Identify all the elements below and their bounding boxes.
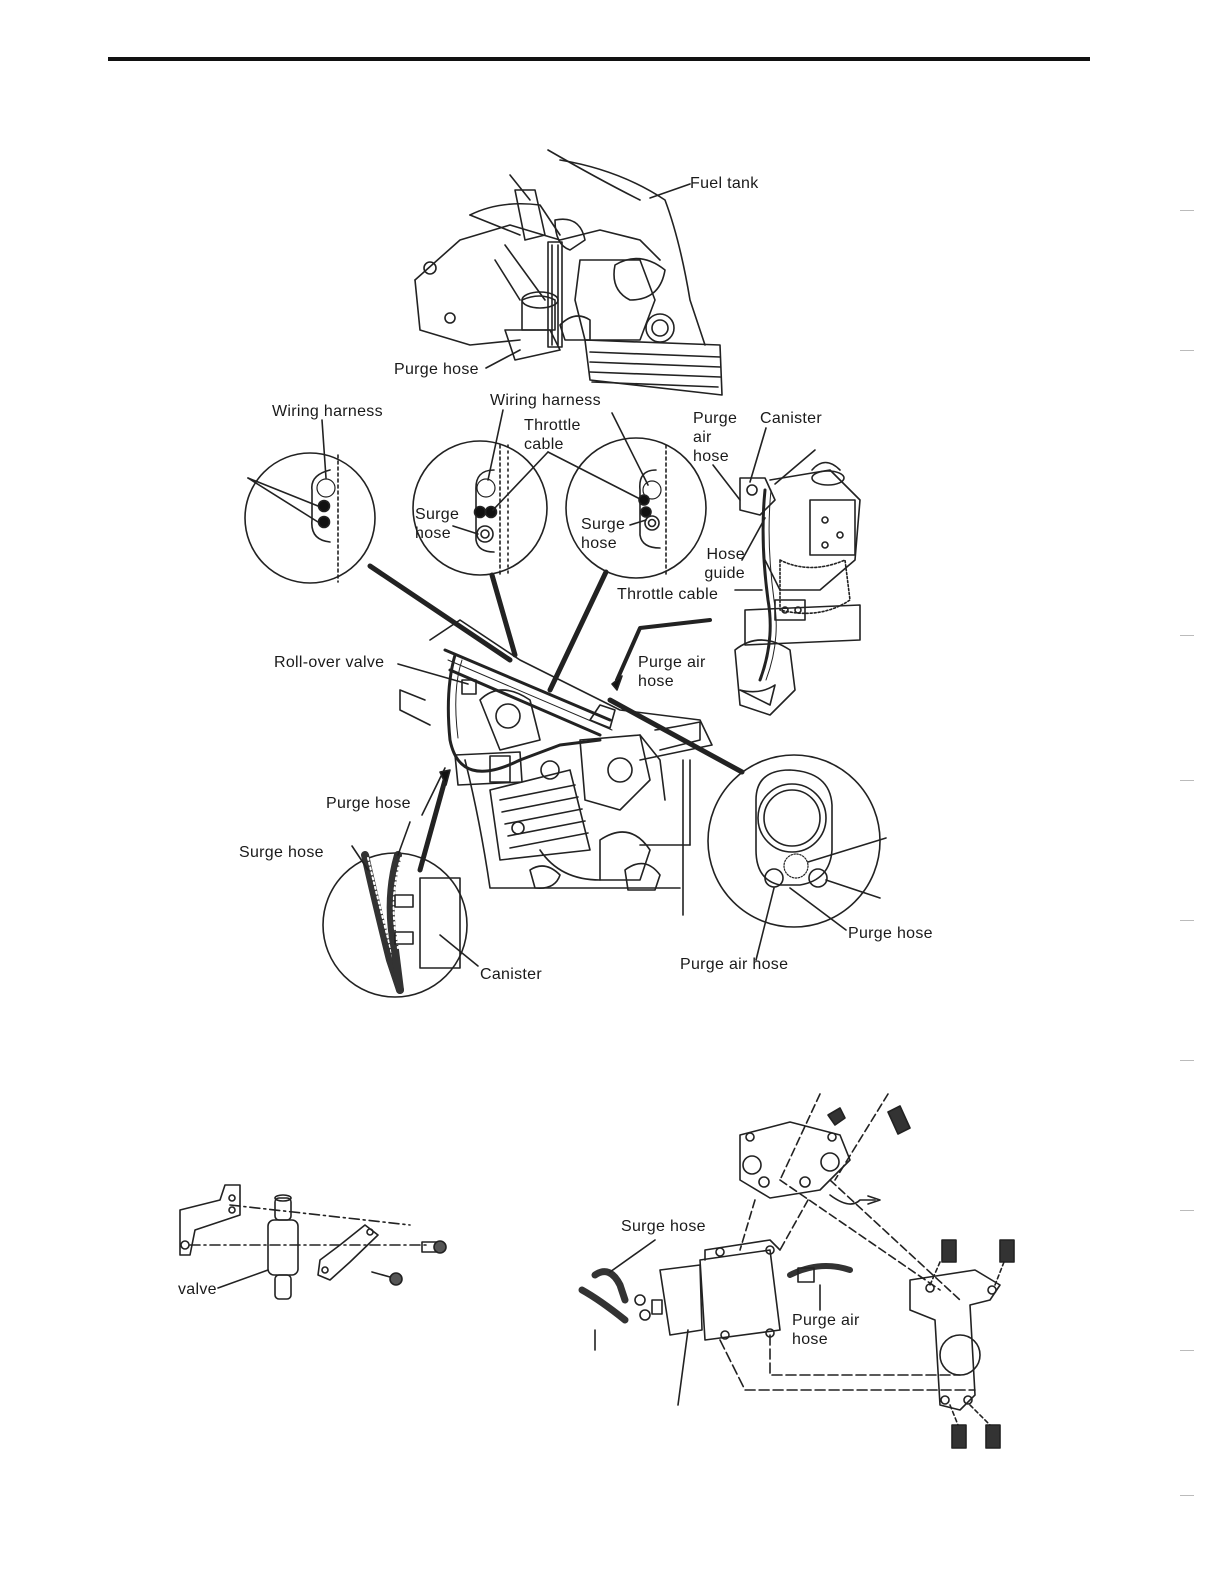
label-purge-air-hose: Purge air hose: [792, 1311, 872, 1349]
label-purge-air-hose: Purge air hose: [693, 409, 745, 466]
label-purge-air-hose: Purge air hose: [680, 955, 788, 974]
label-canister: Canister: [480, 965, 542, 984]
scan-margin-marks: [1180, 60, 1210, 1560]
label-valve: valve: [178, 1280, 217, 1299]
fuel-tank-engine-illustration: [415, 150, 722, 395]
label-wiring-harness: Wiring harness: [490, 391, 601, 410]
arrow-head: [440, 770, 450, 785]
label-purge-hose: Purge hose: [848, 924, 933, 943]
label-throttle-cable: Throttle cable: [524, 416, 604, 454]
label-wiring-harness: Wiring harness: [272, 402, 383, 421]
detail-circle-canister: [323, 822, 478, 997]
label-surge-hose: Surge hose: [581, 515, 636, 553]
label-purge-hose: Purge hose: [326, 794, 411, 813]
detail-circle-1: [245, 420, 375, 583]
label-fuel-tank: Fuel tank: [690, 174, 759, 193]
label-surge-hose: Surge hose: [415, 505, 470, 543]
label-purge-air-hose: Purge air hose: [638, 653, 718, 691]
label-hose-guide: Hose guide: [697, 545, 745, 583]
canister-mount-exploded-view: [582, 1094, 1014, 1448]
label-roll-over-valve: Roll-over valve: [274, 653, 384, 672]
label-purge-hose: Purge hose: [394, 360, 479, 379]
label-surge-hose: Surge hose: [621, 1217, 706, 1236]
label-throttle-cable: Throttle cable: [617, 585, 718, 604]
label-canister: Canister: [760, 409, 822, 428]
roll-over-valve-exploded-view: [180, 1185, 446, 1299]
label-surge-hose: Surge hose: [239, 843, 324, 862]
